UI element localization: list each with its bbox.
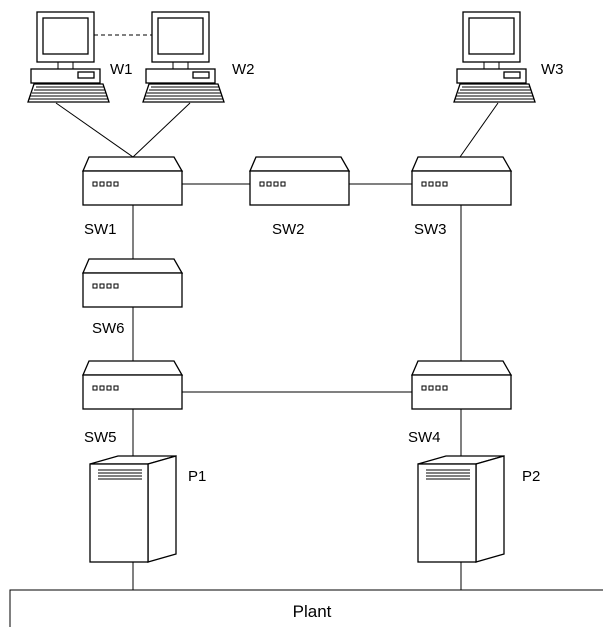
- switch-sw4[interactable]: SW4: [408, 360, 512, 446]
- switch-icon: [82, 360, 183, 410]
- switch-icon: [411, 360, 512, 410]
- connections: [55, 34, 499, 590]
- switch-icon: [411, 156, 512, 206]
- switch-sw2[interactable]: SW2: [249, 156, 350, 238]
- switch-icon: [249, 156, 350, 206]
- workstation-label: W2: [232, 61, 255, 78]
- computer-icon: [142, 11, 225, 103]
- workstation-w3[interactable]: W3: [453, 11, 564, 103]
- switch-sw6[interactable]: SW6: [82, 258, 183, 337]
- switch-sw3[interactable]: SW3: [411, 156, 512, 238]
- switch-label: SW4: [408, 429, 441, 446]
- server-p2[interactable]: P2: [417, 455, 540, 563]
- server-p1[interactable]: P1: [89, 455, 206, 563]
- switch-label: SW6: [92, 320, 125, 337]
- switch-icon: [82, 258, 183, 308]
- plant-box[interactable]: Plant: [9, 589, 603, 627]
- server-label: P2: [522, 468, 540, 485]
- computer-icon: [27, 11, 110, 103]
- link-w2-sw1: [132, 102, 191, 158]
- server-label: P1: [188, 468, 206, 485]
- switch-icon: [82, 156, 183, 206]
- switch-label: SW3: [414, 221, 447, 238]
- link-w1-sw1: [55, 102, 134, 158]
- workstation-label: W1: [110, 61, 133, 78]
- computer-icon: [453, 11, 536, 103]
- switch-label: SW5: [84, 429, 117, 446]
- plant-label: Plant: [293, 602, 332, 621]
- workstation-w1[interactable]: W1: [27, 11, 133, 103]
- workstation-label: W3: [541, 61, 564, 78]
- switch-sw5[interactable]: SW5: [82, 360, 183, 446]
- switch-sw1[interactable]: SW1: [82, 156, 183, 238]
- server-icon: [89, 455, 177, 563]
- link-w3-sw3: [459, 102, 499, 158]
- workstation-w2[interactable]: W2: [142, 11, 255, 103]
- server-icon: [417, 455, 505, 563]
- switch-label: SW1: [84, 221, 117, 238]
- switch-label: SW2: [272, 221, 305, 238]
